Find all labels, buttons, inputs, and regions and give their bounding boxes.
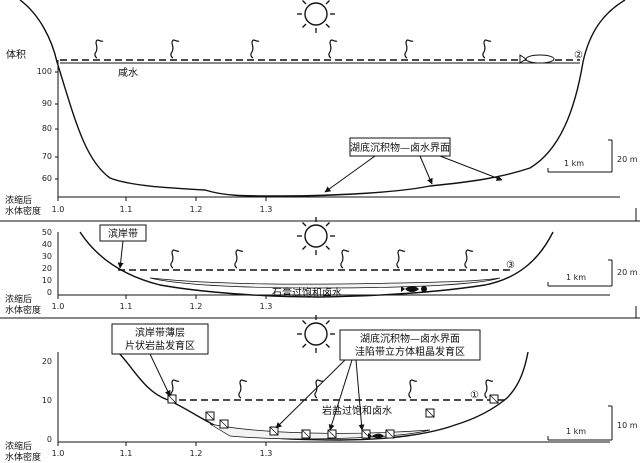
crystal-icon bbox=[301, 429, 311, 439]
y-axis-1: 体积 100 90 80 70 60 bbox=[6, 49, 59, 197]
x-tick: 1.1 bbox=[120, 205, 133, 214]
scale-v-2: 20 m bbox=[617, 268, 638, 277]
y-axis-2: 50 40 30 20 10 0 bbox=[42, 228, 59, 297]
y-tick: 60 bbox=[42, 174, 52, 183]
stage-marker-2: ③ bbox=[506, 260, 515, 271]
bird-icon bbox=[234, 249, 244, 269]
bird-icon bbox=[238, 379, 248, 399]
crystal-icon bbox=[269, 426, 279, 436]
water-label: 咸水 bbox=[118, 67, 138, 79]
x-axis-title-3b: 水体密度 bbox=[5, 451, 41, 463]
y-tick: 90 bbox=[42, 99, 52, 108]
scale-v-1: 20 m bbox=[617, 155, 638, 164]
x-tick: 1.2 bbox=[190, 449, 203, 458]
y-tick: 0 bbox=[47, 288, 52, 297]
y-tick: 20 bbox=[42, 357, 52, 366]
bird-icon bbox=[250, 39, 260, 59]
callout-box-right bbox=[339, 329, 481, 361]
basin-outline-3 bbox=[117, 351, 529, 441]
y-tick: 10 bbox=[42, 276, 52, 285]
callout-right-2: 洼陷带立方体粗晶发育区 bbox=[355, 345, 465, 358]
fish-icon bbox=[368, 433, 384, 439]
x-axis-title-3a: 浓缩后 bbox=[5, 440, 32, 452]
y-axis-title-1: 体积 bbox=[6, 49, 26, 61]
scale-h-3: 1 km bbox=[566, 427, 586, 436]
scale-v-3: 10 m bbox=[617, 421, 638, 430]
y-axis-3: 20 10 0 bbox=[42, 352, 59, 444]
sun-icon bbox=[296, 0, 336, 34]
shore-callout: 滨岸带 bbox=[108, 227, 138, 240]
fish-icon bbox=[519, 54, 555, 64]
panel-1: 体积 100 90 80 70 60 1.0 1.1 1.2 1.3 浓缩后 bbox=[5, 0, 638, 217]
scale-bar-2: 1 km 20 m bbox=[547, 259, 638, 287]
bird-icon bbox=[404, 39, 414, 59]
x-tick: 1.0 bbox=[52, 205, 65, 214]
bird-icon bbox=[464, 249, 474, 269]
bird-icon bbox=[408, 379, 418, 399]
bird-icon bbox=[170, 39, 180, 59]
scale-h-2: 1 km bbox=[566, 273, 586, 282]
bird-icon bbox=[396, 249, 406, 269]
x-axis-title-2a: 浓缩后 bbox=[5, 293, 32, 305]
x-axis-1: 1.0 1.1 1.2 1.3 浓缩后 水体密度 bbox=[5, 194, 620, 217]
x-tick: 1.1 bbox=[120, 302, 133, 311]
callout-box-left bbox=[111, 323, 209, 355]
y-tick: 10 bbox=[42, 396, 52, 405]
brine-label-2: 石膏过饱和卤水 bbox=[272, 286, 342, 299]
y-tick: 70 bbox=[42, 152, 52, 161]
y-tick: 0 bbox=[47, 435, 52, 444]
basin-outline-1 bbox=[19, 0, 626, 197]
crystal-icon bbox=[327, 429, 337, 439]
y-tick: 80 bbox=[42, 124, 52, 133]
y-tick: 50 bbox=[42, 228, 52, 237]
x-axis-3: 1.0 1.1 1.2 1.3 浓缩后 水体密度 bbox=[5, 440, 610, 463]
bird-icon bbox=[328, 39, 338, 59]
sun-icon bbox=[296, 314, 336, 354]
callout-left-1: 滨岸带薄层 bbox=[135, 326, 185, 339]
panel-3: 20 10 0 1.0 1.1 1.2 1.3 浓缩后 水体密度 ① bbox=[0, 306, 640, 463]
x-axis-title-1b: 水体密度 bbox=[5, 205, 41, 217]
x-tick: 1.3 bbox=[260, 449, 273, 458]
stage-marker-3: ① bbox=[470, 390, 479, 401]
crystal-icon bbox=[425, 408, 435, 418]
stage-marker-1: ② bbox=[574, 50, 583, 61]
x-tick: 1.2 bbox=[190, 205, 203, 214]
x-tick: 1.3 bbox=[260, 302, 273, 311]
callout-box-1 bbox=[349, 137, 451, 157]
y-tick: 100 bbox=[37, 67, 52, 76]
callout-1: 湖底沉积物—卤水界面 bbox=[350, 141, 450, 154]
brine-label-3: 岩盐过饱和卤水 bbox=[322, 404, 392, 417]
x-axis-title-2b: 水体密度 bbox=[5, 304, 41, 316]
x-tick: 1.0 bbox=[52, 449, 65, 458]
bird-icon bbox=[482, 39, 492, 59]
crystal-icon bbox=[489, 394, 499, 404]
panel-2: 50 40 30 20 10 0 1.0 1.1 1.2 1.3 浓缩后 水体密… bbox=[0, 208, 640, 316]
x-axis-title-1a: 浓缩后 bbox=[5, 194, 32, 206]
bird-icon bbox=[340, 249, 350, 269]
y-tick: 20 bbox=[42, 264, 52, 273]
bird-icon bbox=[170, 249, 180, 269]
x-axis-2: 1.0 1.1 1.2 1.3 浓缩后 水体密度 bbox=[5, 293, 610, 316]
scale-bar-3: 1 km 10 m bbox=[547, 405, 638, 441]
crystal-icon bbox=[167, 394, 177, 404]
x-tick: 1.0 bbox=[52, 302, 65, 311]
scale-bar-1: 1 km 20 m bbox=[547, 139, 638, 173]
x-tick: 1.2 bbox=[190, 302, 203, 311]
crystal-icon bbox=[385, 429, 395, 439]
x-tick: 1.1 bbox=[120, 449, 133, 458]
fish-icon bbox=[401, 286, 427, 292]
callout-left-2: 片状岩盐发育区 bbox=[125, 339, 195, 352]
crystal-icon bbox=[219, 419, 229, 429]
sun-icon bbox=[296, 216, 336, 256]
y-tick: 40 bbox=[42, 240, 52, 249]
y-tick: 30 bbox=[42, 252, 52, 261]
basin-outline-2 bbox=[79, 231, 554, 298]
callout-right-1: 湖底沉积物—卤水界面 bbox=[360, 332, 460, 345]
bird-icon bbox=[94, 39, 104, 59]
x-tick: 1.3 bbox=[260, 205, 273, 214]
crystal-icon bbox=[205, 411, 215, 421]
scale-h-1: 1 km bbox=[564, 159, 584, 168]
